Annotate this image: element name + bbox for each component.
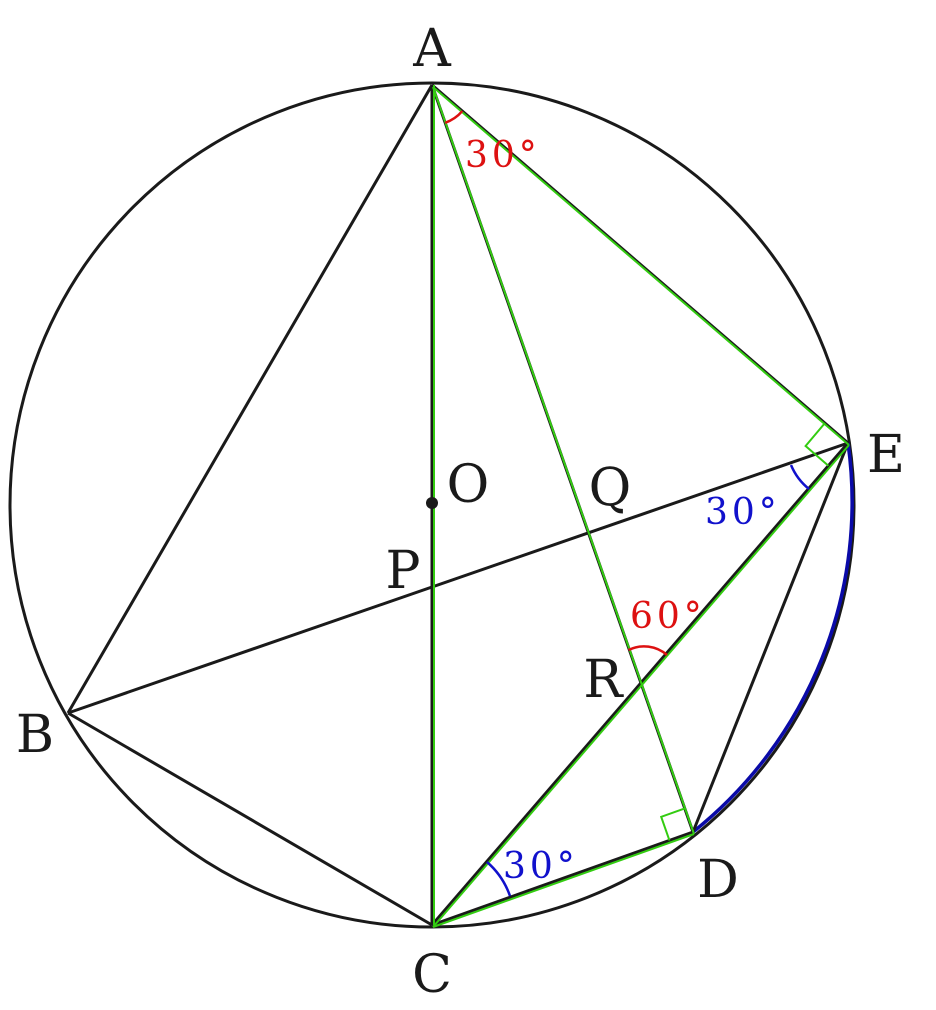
label-Q: Q [589,458,632,518]
segment-BC [67,711,433,927]
angle-label-DAE: 30° [465,135,541,176]
segment-AE [432,86,850,446]
arc-ED [691,442,854,834]
label-A: A [412,19,452,79]
segment-ED [691,442,850,833]
angle-arc-DAE [444,110,464,124]
angle-arc-ARE [627,645,668,656]
label-D: D [697,850,739,910]
angle-label-BEC: 30° [705,492,781,533]
angle-label-ARE: 60° [630,596,706,637]
angle-label-ECD: 30° [503,846,579,887]
label-E: E [867,425,905,485]
angle-arc-BEC [789,464,810,490]
circumcircle [8,81,856,929]
label-B: B [16,705,54,765]
segment-CD [432,833,695,928]
segment-CE-black [430,442,850,926]
center-point-O [426,497,438,509]
segment-CD-black [431,830,694,927]
label-C: C [412,945,452,1005]
angle-arc-ECD [486,861,512,897]
right-angle-E [804,422,830,467]
segment-CE [432,444,850,928]
label-O: O [447,455,490,515]
label-R: R [583,650,624,710]
segment-BE [67,441,849,715]
label-P: P [386,541,421,601]
right-angle-D [659,807,686,841]
segment-AD [432,86,695,835]
segment-AB [66,84,434,714]
